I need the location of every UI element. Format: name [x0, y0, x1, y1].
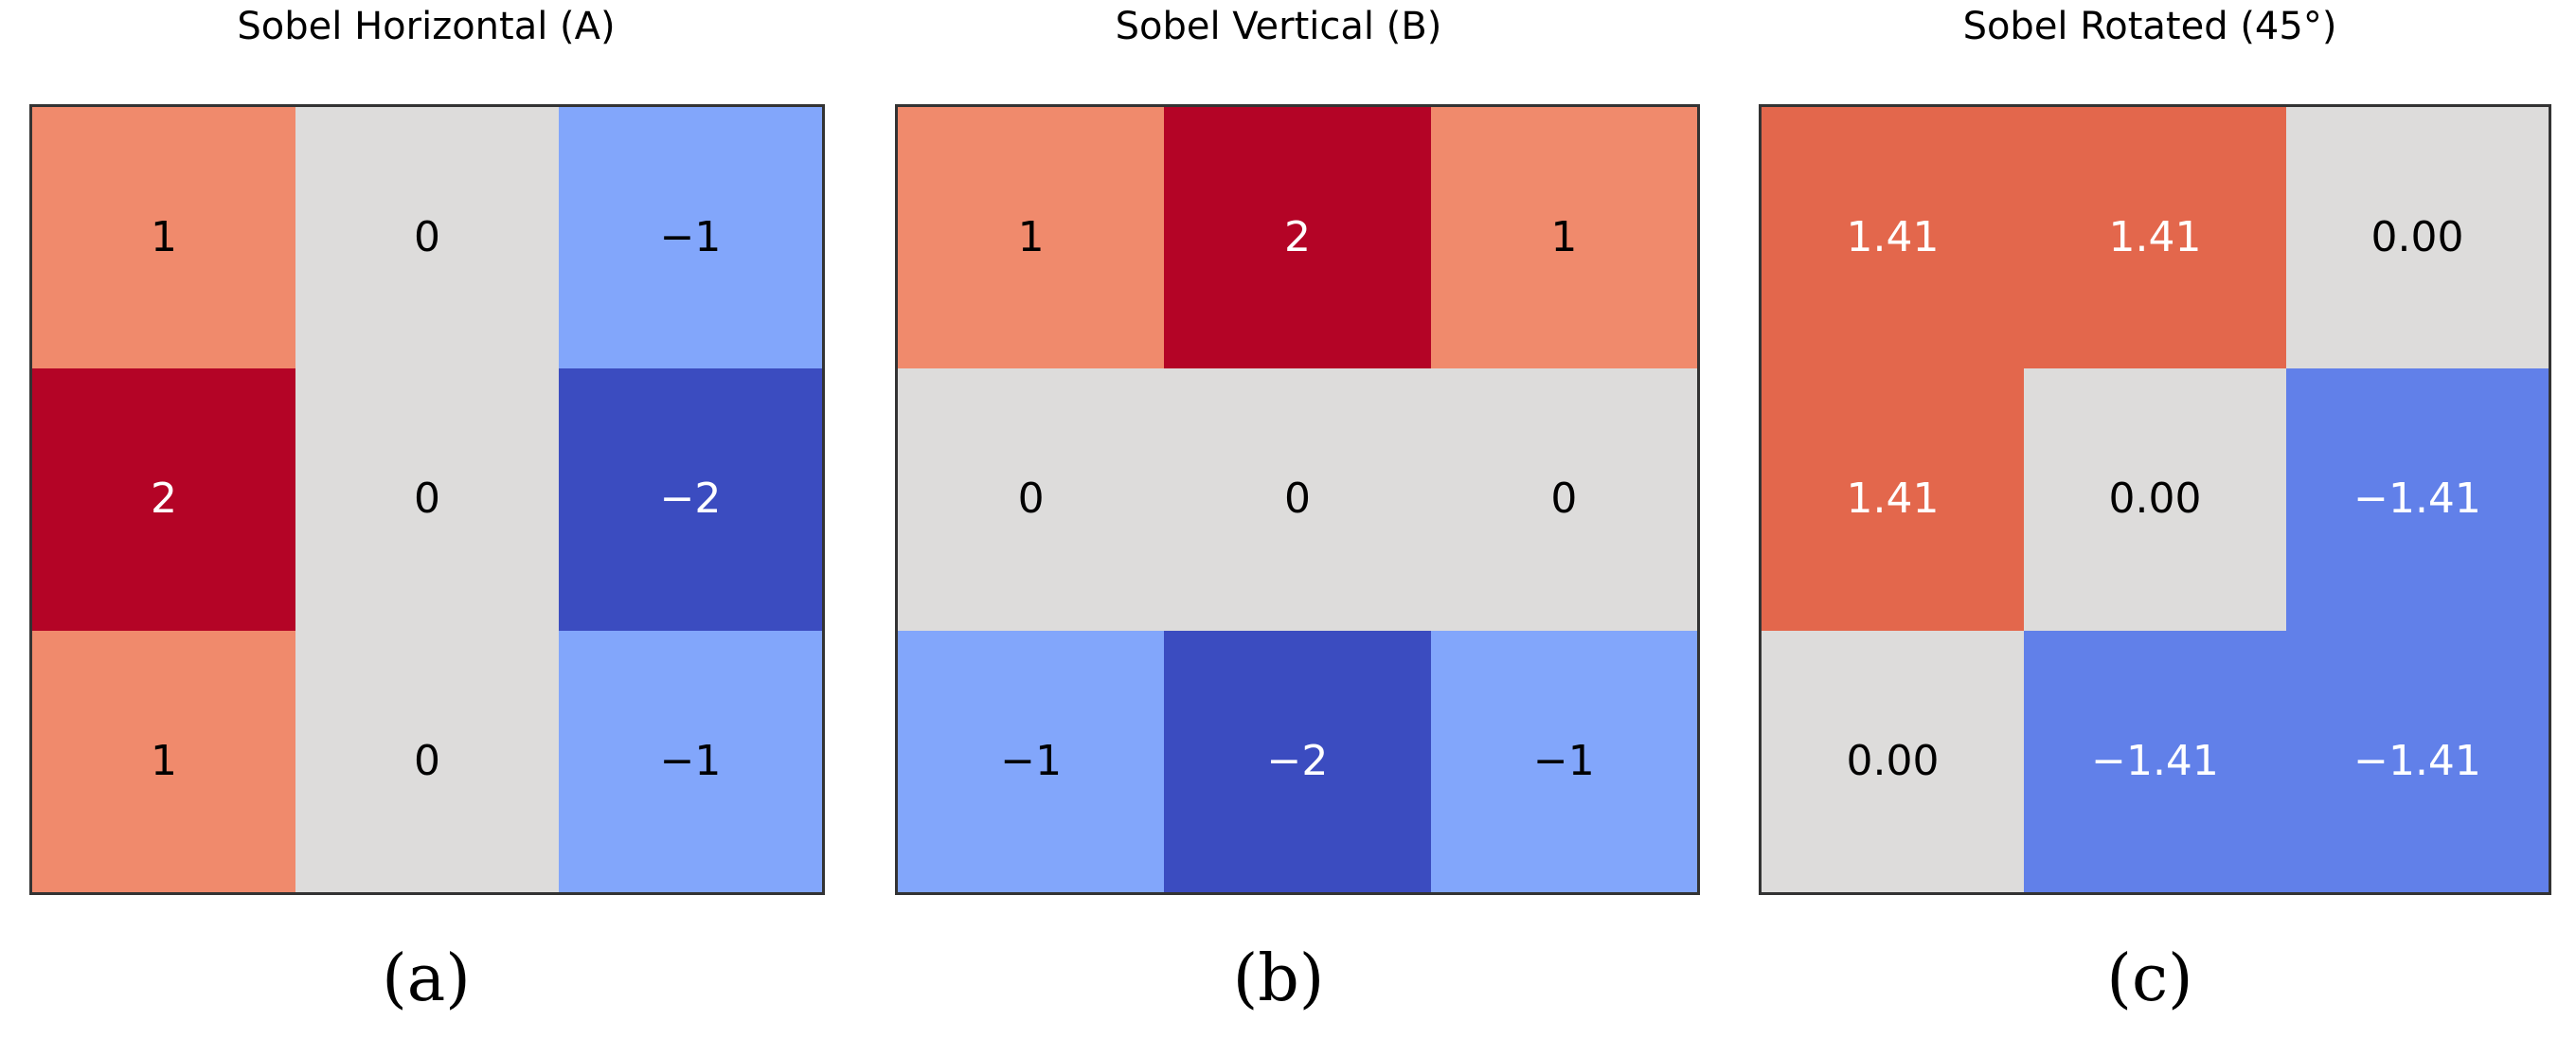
subcaption-b: (b) — [1232, 941, 1325, 1016]
panel-title-a: Sobel Horizontal (A) — [237, 5, 616, 48]
matrix-cell: −1 — [559, 107, 822, 369]
matrix-cell: 1 — [32, 107, 295, 369]
subcaption-a: (a) — [382, 941, 471, 1016]
matrix-cell: −1 — [1430, 630, 1697, 892]
matrix-cell: 1.41 — [1762, 107, 2024, 369]
matrix-cell: 0 — [295, 107, 559, 369]
matrix-cell: 1.41 — [2024, 107, 2286, 369]
matrix-cell: 0.00 — [1762, 630, 2024, 892]
matrix-cell: 2 — [1164, 107, 1431, 369]
matrix-cell: 2 — [32, 368, 295, 631]
matrix-cell: −1 — [559, 630, 822, 892]
subcaption-c: (c) — [2106, 941, 2193, 1016]
matrix-cell: 1 — [1430, 107, 1697, 369]
matrix-cell: 1.41 — [1762, 368, 2024, 631]
matrix-cell: −1 — [898, 630, 1165, 892]
panel-title-b: Sobel Vertical (B) — [1115, 5, 1442, 48]
matrix-cell: 0.00 — [2286, 107, 2549, 369]
matrix-cell: −2 — [559, 368, 822, 631]
matrix-cell: −2 — [1164, 630, 1431, 892]
matrix-cell: −1.41 — [2286, 368, 2549, 631]
matrix-cell: 0 — [295, 368, 559, 631]
matrix-cell: −1.41 — [2286, 630, 2549, 892]
matrix-cell: 0 — [295, 630, 559, 892]
matrix-cell: 0 — [1164, 368, 1431, 631]
matrix-cell: 0.00 — [2024, 368, 2286, 631]
matrix-cell: 1 — [898, 107, 1165, 369]
matrix-cell: 1 — [32, 630, 295, 892]
matrix-cell: −1.41 — [2024, 630, 2286, 892]
panel-title-c: Sobel Rotated (45°) — [1962, 5, 2337, 48]
matrix-cell: 0 — [1430, 368, 1697, 631]
matrix-cell: 0 — [898, 368, 1165, 631]
